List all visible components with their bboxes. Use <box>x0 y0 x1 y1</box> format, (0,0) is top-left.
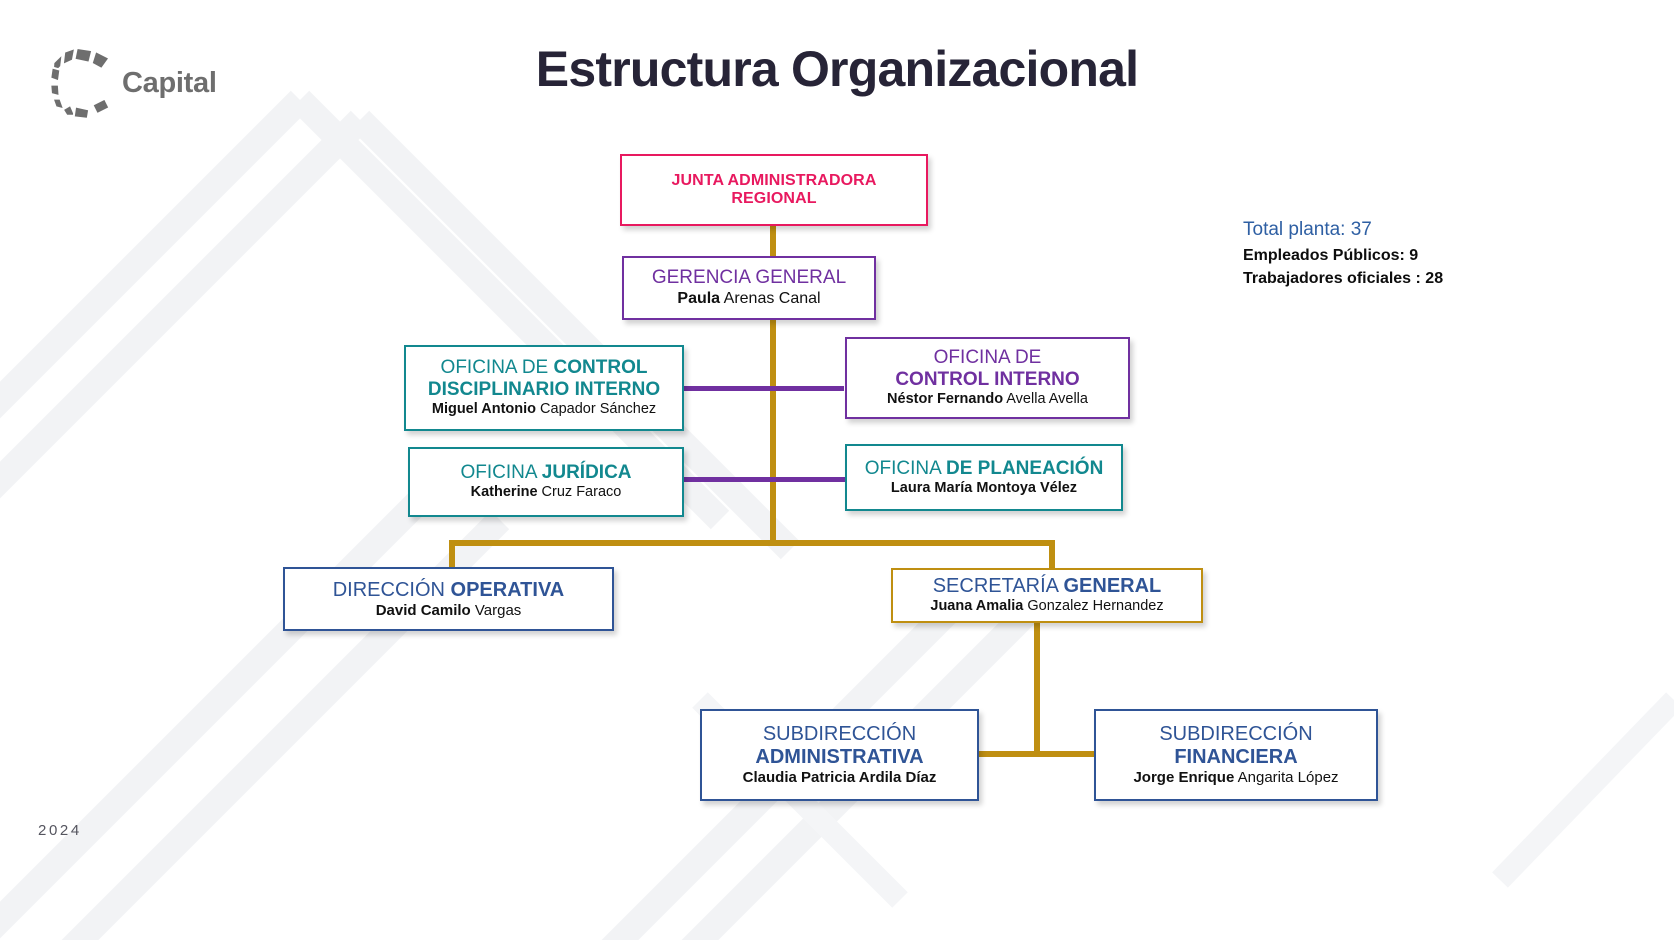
node-role: SUBDIRECCIÓN ADMINISTRATIVA <box>755 723 924 768</box>
node-subdireccion-financiera[interactable]: SUBDIRECCIÓN FINANCIERA Jorge Enrique An… <box>1094 709 1378 801</box>
node-person: Néstor Fernando Avella Avella <box>887 391 1088 408</box>
node-direccion-operativa[interactable]: DIRECCIÓN OPERATIVA David Camilo Vargas <box>283 567 614 631</box>
node-oficina-control-disciplinario-interno[interactable]: OFICINA DE CONTROL DISCIPLINARIO INTERNO… <box>404 345 684 431</box>
node-oficina-juridica[interactable]: OFICINA JURÍDICA Katherine Cruz Faraco <box>408 447 684 517</box>
node-role: OFICINA DE CONTROL INTERNO <box>895 347 1080 391</box>
node-role: GERENCIA GENERAL <box>651 267 847 289</box>
node-person: Paula Arenas Canal <box>677 290 821 308</box>
connector-bus-left-drop <box>449 540 455 570</box>
stat-trabajadores-oficiales: Trabajadores oficiales : 28 <box>1243 269 1444 287</box>
node-secretaria-general[interactable]: SECRETARÍA GENERAL Juana Amalia Gonzalez… <box>891 568 1203 623</box>
node-role: SUBDIRECCIÓN FINANCIERA <box>1159 723 1313 768</box>
node-gerencia-general[interactable]: GERENCIA GENERAL Paula Arenas Canal <box>622 256 876 320</box>
node-person: David Camilo Vargas <box>375 601 522 619</box>
connector-gerencia-trunk <box>770 320 776 546</box>
page-title: Estructura Organizacional <box>535 41 1139 97</box>
stat-total-planta: Total planta: 37 <box>1243 219 1372 240</box>
node-oficina-de-planeacion[interactable]: OFICINA DE PLANEACIÓN Laura María Montoy… <box>845 444 1123 511</box>
node-person: Claudia Patricia Ardila Díaz <box>742 769 937 786</box>
connector-subdirecciones-bus <box>978 751 1096 757</box>
node-role: OFICINA DE PLANEACIÓN <box>864 457 1104 479</box>
node-junta-administradora-regional[interactable]: JUNTA ADMINISTRADORA REGIONAL <box>620 154 928 226</box>
connector-junta-gerencia <box>770 225 776 258</box>
connector-level3-bus <box>449 540 1055 546</box>
node-role: SECRETARÍA GENERAL <box>932 575 1162 598</box>
node-role: OFICINA DE CONTROL DISCIPLINARIO INTERNO <box>427 357 661 401</box>
node-person: Katherine Cruz Faraco <box>470 484 622 501</box>
node-person: Jorge Enrique Angarita López <box>1133 769 1339 786</box>
headcount-stats: Total planta: 37 Empleados Públicos: 9 T… <box>1243 216 1443 290</box>
node-person: Laura María Montoya Vélez <box>890 479 1078 496</box>
stat-empleados-publicos: Empleados Públicos: 9 <box>1243 246 1419 264</box>
node-role: OFICINA JURÍDICA <box>460 462 632 484</box>
connector-staff-row2 <box>684 477 845 482</box>
node-oficina-control-interno[interactable]: OFICINA DE CONTROL INTERNO Néstor Fernan… <box>845 337 1130 419</box>
node-role: JUNTA ADMINISTRADORA REGIONAL <box>671 171 877 207</box>
year-label: 2024 <box>38 822 82 839</box>
node-person: Miguel Antonio Capador Sánchez <box>431 401 657 418</box>
connector-bus-right-drop <box>1049 540 1055 570</box>
node-role: DIRECCIÓN OPERATIVA <box>332 578 565 601</box>
node-person: Juana Amalia Gonzalez Hernandez <box>930 598 1164 615</box>
connector-staff-row1 <box>684 386 844 391</box>
connector-secretaria-trunk <box>1034 622 1040 757</box>
node-subdireccion-administrativa[interactable]: SUBDIRECCIÓN ADMINISTRATIVA Claudia Patr… <box>700 709 979 801</box>
